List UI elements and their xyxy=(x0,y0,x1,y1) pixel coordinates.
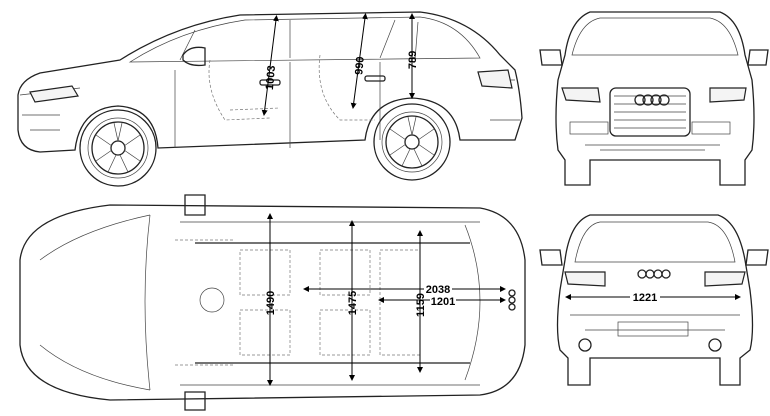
dim-cargo-length-max: 2038 xyxy=(426,284,450,296)
dim-third-row-headroom: 789 xyxy=(407,51,419,69)
dim-front-headroom: 1003 xyxy=(264,65,278,90)
side-view: 1003 990 789 xyxy=(17,11,523,187)
front-view xyxy=(539,11,769,186)
dim-cargo-length: 1201 xyxy=(431,296,455,308)
dim-front-width: 1490 xyxy=(265,291,277,315)
rear-view: 1221 xyxy=(539,214,769,386)
dim-rear-width: 1475 xyxy=(347,291,359,315)
top-view: 2038 1201 1490 1475 1159 xyxy=(19,194,526,411)
dim-rear-headroom: 990 xyxy=(353,56,367,75)
dim-cargo-width: 1159 xyxy=(415,293,427,317)
dim-rear-load-width: 1221 xyxy=(633,292,657,304)
